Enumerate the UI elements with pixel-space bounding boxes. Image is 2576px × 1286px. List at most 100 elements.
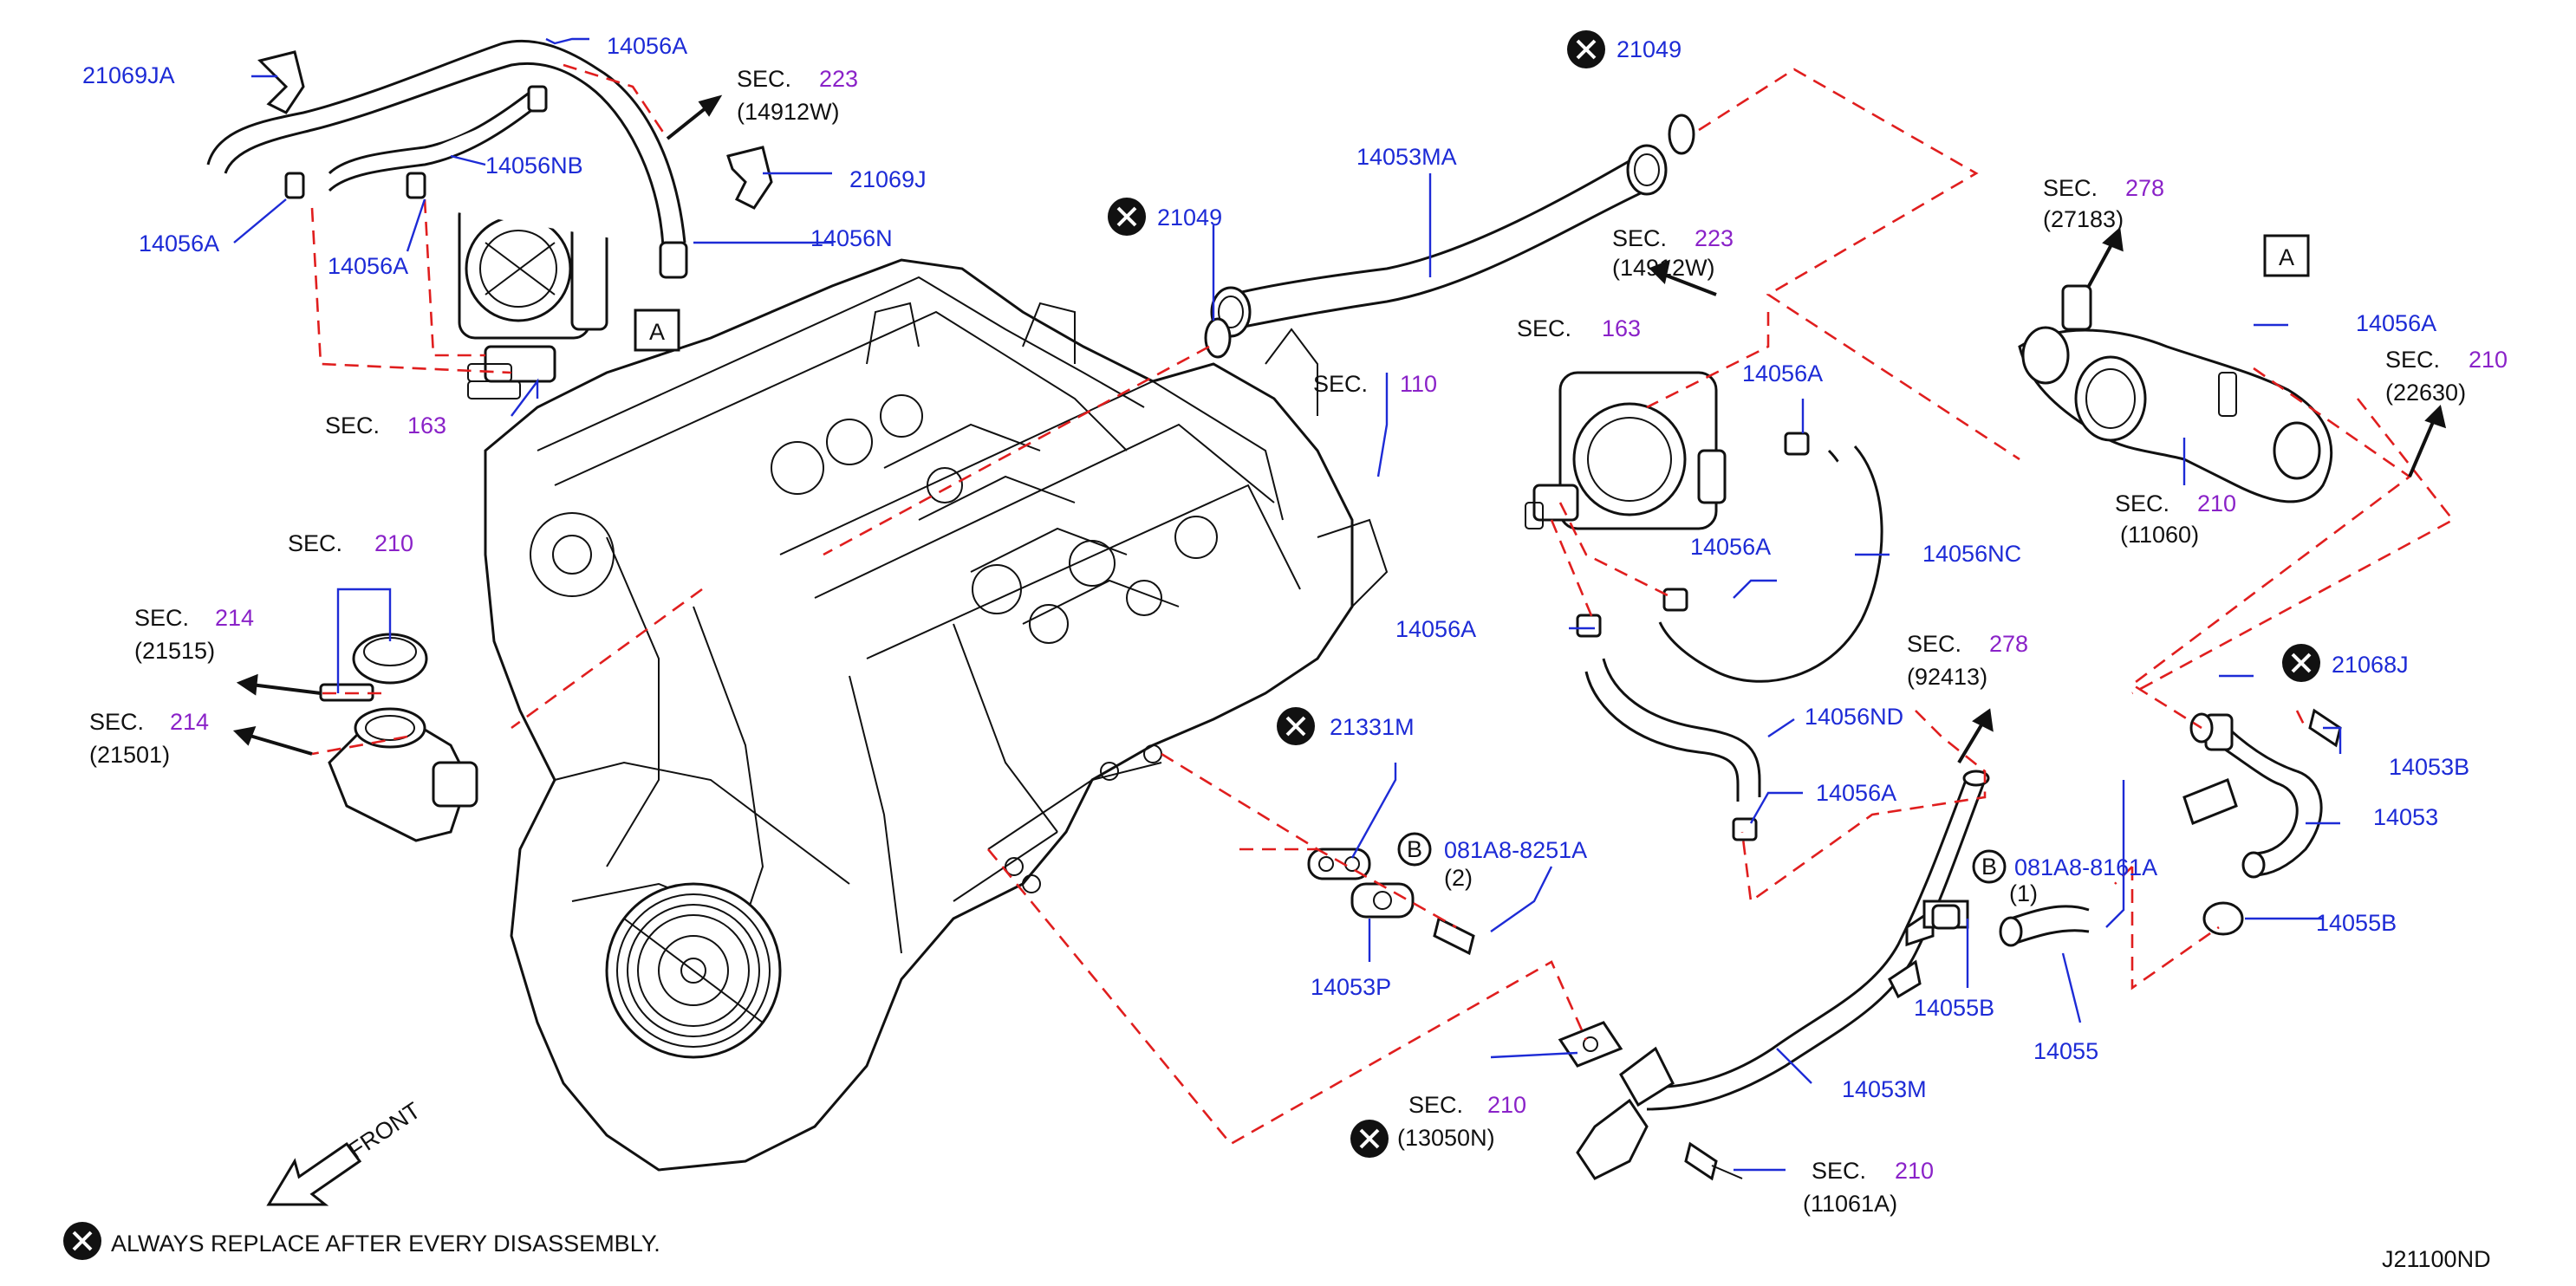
replace-markers xyxy=(63,30,2320,1260)
label-sec-214-a-num: 214 xyxy=(215,605,254,631)
label-sec-223-a-num: 223 xyxy=(819,66,858,92)
label-14056N: 14056N xyxy=(810,225,893,251)
label-14056A-2: 14056A xyxy=(139,231,219,257)
bolt-081A8-8251A xyxy=(1433,916,1475,956)
label-14056A-4: 14056A xyxy=(1742,360,1823,386)
bolt-b-icon: B xyxy=(1972,849,2007,884)
label-081A8-8161A: 081A8-8161A xyxy=(2014,854,2157,880)
label-sec-223-a: SEC. xyxy=(737,66,791,92)
ref-box-a-left: A xyxy=(634,309,680,352)
replace-icon xyxy=(63,1222,101,1260)
label-sec-163-a-num: 163 xyxy=(407,412,446,438)
label-14055: 14055 xyxy=(2033,1038,2098,1064)
footnote-text: ALWAYS REPLACE AFTER EVERY DISASSEMBLY. xyxy=(111,1231,660,1257)
pipe-14053M xyxy=(1576,770,1990,1180)
ref-box-a-right: A xyxy=(2263,234,2310,277)
label-sec-210-c-ref: (11061A) xyxy=(1803,1191,1897,1217)
diagram-id: J21100ND xyxy=(2382,1246,2491,1272)
hose-14056NC xyxy=(1658,445,1883,683)
label-qty-8161: (1) xyxy=(2009,880,2038,906)
label-14056ND: 14056ND xyxy=(1805,704,1903,730)
label-21069J: 21069J xyxy=(849,166,927,192)
label-sec-163-b-num: 163 xyxy=(1602,315,1641,341)
label-081A8-8251A: 081A8-8251A xyxy=(1444,837,1587,863)
label-14056A-1: 14056A xyxy=(607,33,687,59)
clamp-21069J xyxy=(726,146,773,210)
water-outlet-right xyxy=(2018,284,2333,503)
clamps-center xyxy=(1576,432,1810,841)
gasket-13050N xyxy=(1558,1021,1623,1068)
label-sec-214-b-num: 214 xyxy=(170,709,209,735)
bolt-b-icon: B xyxy=(1397,832,1432,867)
arrows xyxy=(232,94,2447,764)
label-14053B: 14053B xyxy=(2389,754,2469,780)
label-sec-278-a-num: 278 xyxy=(2125,175,2164,201)
label-sec-223-b: SEC. xyxy=(1612,225,1667,251)
label-sec-210-b-ref: (11060) xyxy=(2120,522,2199,548)
label-sec-223-b-num: 223 xyxy=(1695,225,1734,251)
clamp-14055B-a xyxy=(1931,904,1961,930)
svg-text:B: B xyxy=(1981,854,1997,880)
label-sec-210-d-ref: (13050N) xyxy=(1397,1125,1495,1151)
label-14056A-5: 14056A xyxy=(1690,534,1771,560)
label-sec-210-b-num: 210 xyxy=(2197,490,2236,516)
gasket-21331M xyxy=(1307,848,1371,880)
label-14056A-7: 14056A xyxy=(1816,780,1896,806)
replace-icon xyxy=(1277,707,1315,745)
label-21049-a: 21049 xyxy=(1157,205,1222,231)
label-sec-214-b: SEC. xyxy=(89,709,144,735)
label-14053M: 14053M xyxy=(1842,1076,1927,1102)
leader-lines xyxy=(233,37,2342,1172)
label-sec-210-a-num: 210 xyxy=(2469,347,2508,373)
bolt-markers: B B xyxy=(1397,832,2007,884)
clamp-14055B-b xyxy=(2202,901,2244,936)
label-sec-210-b: SEC. xyxy=(2115,490,2169,516)
label-sec-278-b-num: 278 xyxy=(1989,631,2028,657)
label-qty-8251: (2) xyxy=(1444,865,1473,891)
water-inlet-left xyxy=(328,707,478,842)
connection-lines xyxy=(310,63,2455,1146)
label-sec-278-a-ref: (27183) xyxy=(2043,206,2124,232)
label-sec-163-a: SEC. xyxy=(325,412,380,438)
label-sec-210-e-num: 210 xyxy=(374,530,413,556)
label-21068J: 21068J xyxy=(2332,652,2409,678)
label-sec-214-b-ref: (21501) xyxy=(89,742,170,768)
label-14053MA: 14053MA xyxy=(1356,144,1457,170)
radiator-cap xyxy=(352,633,428,685)
ref-box-a-left-text: A xyxy=(649,319,665,345)
label-sec-210-a: SEC. xyxy=(2385,347,2440,373)
hose-14056N xyxy=(206,39,688,279)
label-sec-210-c: SEC. xyxy=(1812,1158,1866,1184)
label-sec-210-d-num: 210 xyxy=(1487,1092,1526,1118)
label-sec-210-c-num: 210 xyxy=(1895,1158,1934,1184)
pipe-14053MA xyxy=(1210,144,1668,338)
label-sec-223-b-ref: (14912W) xyxy=(1612,255,1715,281)
label-sec-210-d: SEC. xyxy=(1408,1092,1463,1118)
bolt-11061A xyxy=(1684,1141,1743,1181)
hose-clamps-top-left xyxy=(284,85,548,199)
label-sec-278-a: SEC. xyxy=(2043,175,2098,201)
label-14056A-6: 14056A xyxy=(1395,616,1476,642)
front-label: FRONT xyxy=(344,1097,426,1164)
o-ring-21049-a xyxy=(1204,317,1232,359)
label-sec-223-a-ref: (14912W) xyxy=(737,99,840,125)
label-sec-110-num: 110 xyxy=(1400,371,1437,397)
replace-icon xyxy=(1108,198,1146,236)
replace-icon xyxy=(2282,644,2320,682)
label-14056NC: 14056NC xyxy=(1922,541,2021,567)
engine-assembly xyxy=(484,258,1389,1172)
labels: 21069JA 14056A 14056A 14056A 14056NB 210… xyxy=(82,33,2508,1272)
replace-icon xyxy=(1350,1120,1389,1158)
label-sec-214-a-ref: (21515) xyxy=(134,638,215,664)
label-sec-210-a-ref: (22630) xyxy=(2385,380,2466,406)
label-sec-278-b-ref: (92413) xyxy=(1907,664,1987,690)
label-sec-278-b: SEC. xyxy=(1907,631,1961,657)
label-14056A-3: 14056A xyxy=(328,253,408,279)
label-14056A-8: 14056A xyxy=(2356,310,2436,336)
label-14056NB: 14056NB xyxy=(485,153,583,179)
crank-pulley xyxy=(605,882,782,1059)
replace-icon xyxy=(1567,30,1605,68)
label-sec-210-e: SEC. xyxy=(288,530,342,556)
